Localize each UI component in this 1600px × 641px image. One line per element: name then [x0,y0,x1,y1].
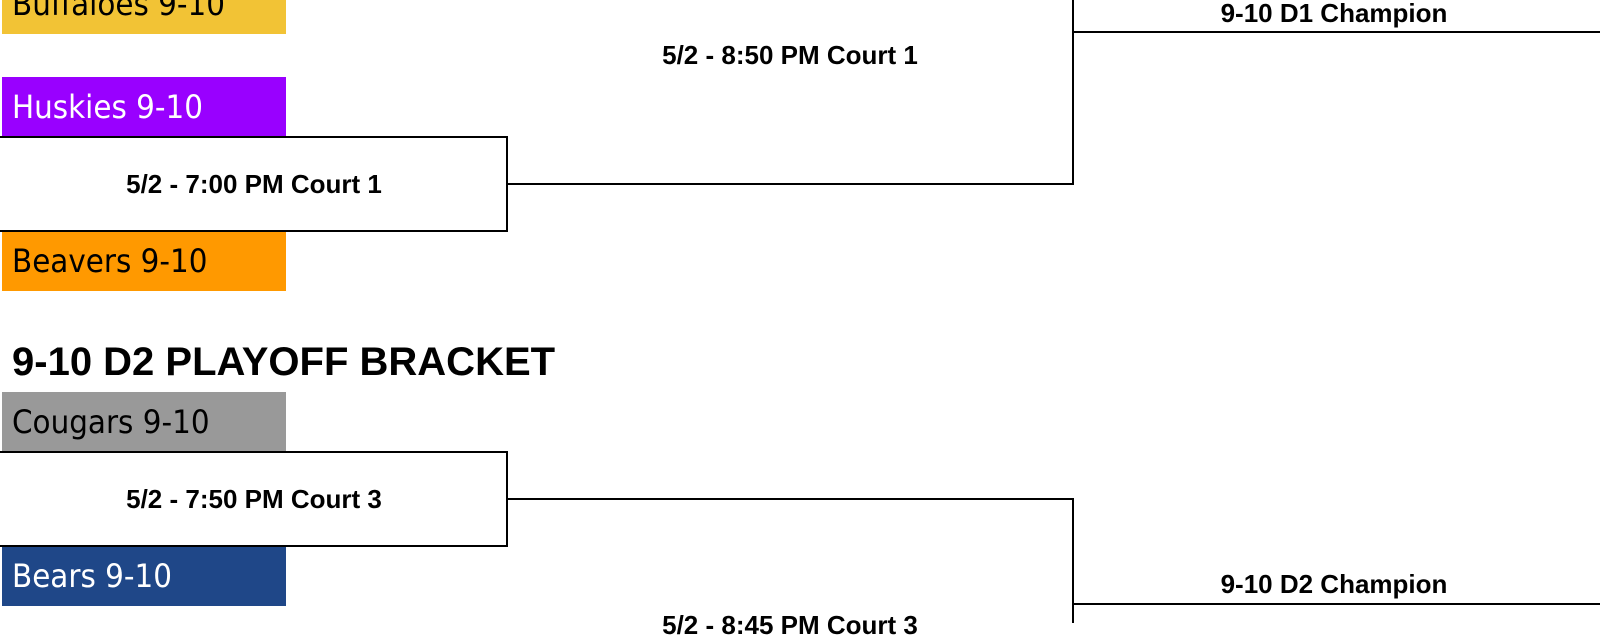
bracket-line [506,498,1074,500]
d2-champion-label: 9-10 D2 Champion [1220,569,1448,599]
game-d1-semi: 5/2 - 7:00 PM Court 1 [126,169,382,199]
team-label: Cougars 9-10 [12,403,210,441]
bracket-line [0,451,508,453]
team-beavers: Beavers 9-10 [2,231,286,291]
bracket-title-d2: 9-10 D2 PLAYOFF BRACKET [12,340,556,384]
team-buffaloes: Buffaloes 9-10 [2,0,286,34]
bracket-line [1072,31,1600,33]
bracket-line [286,136,508,138]
team-label: Buffaloes 9-10 [12,0,225,23]
bracket-line [1072,0,1074,185]
team-bears: Bears 9-10 [2,546,286,606]
team-cougars: Cougars 9-10 [2,392,286,452]
team-huskies: Huskies 9-10 [2,77,286,137]
game-d1-final: 5/2 - 8:50 PM Court 1 [662,40,918,70]
game-d2-semi: 5/2 - 7:50 PM Court 3 [126,484,382,514]
bracket-line [1072,498,1074,623]
bracket-line [0,545,508,547]
team-label: Huskies 9-10 [12,88,203,126]
team-label: Bears 9-10 [12,557,172,595]
bracket-line [0,230,508,232]
bracket-line [0,136,286,138]
team-label: Beavers 9-10 [12,242,208,280]
bracket-line [506,183,1074,185]
game-d2-final: 5/2 - 8:45 PM Court 3 [662,610,918,640]
bracket-line [1072,603,1600,605]
d1-champion-label: 9-10 D1 Champion [1220,0,1448,28]
